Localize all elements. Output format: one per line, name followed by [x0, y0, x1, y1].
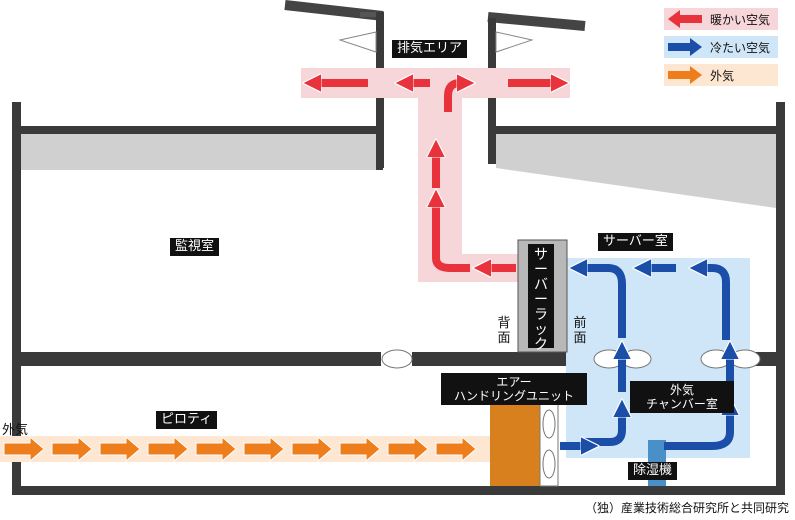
outside-arrow-8	[339, 435, 381, 463]
outside-arrow-10	[435, 435, 477, 463]
pilotis-label: ピロティ	[156, 411, 218, 429]
legend-warm-arrow-icon	[668, 10, 702, 28]
outside-air-chamber-label-line1: 外気	[669, 383, 694, 397]
ceiling-bands	[21, 134, 776, 208]
cold-arrow-up-left	[607, 264, 626, 338]
cold-arrow-up-right	[698, 268, 730, 340]
roof-louvers	[284, 0, 586, 31]
air-handling-unit	[490, 402, 540, 486]
legend-warm-label: 暖かい空気	[710, 13, 771, 27]
outside-arrow-7	[291, 435, 333, 463]
rack-front-label: 前面	[573, 316, 587, 346]
exhaust-area-label: 排気エリア	[392, 40, 468, 58]
server-rack-label: サーバーラック	[528, 244, 554, 353]
rack-back-label: 背面	[497, 316, 511, 346]
ahu-label-line2: ハンドリングユニット	[453, 389, 574, 403]
warm-arrow-corner	[432, 257, 470, 272]
cold-air-arrows	[560, 268, 730, 446]
outside-arrow-1	[3, 435, 45, 463]
outside-air-chamber-label: 外気 チャンバー室	[630, 381, 734, 413]
outside-air-label: 外気	[2, 423, 29, 438]
building-structure	[12, 102, 785, 495]
outside-arrow-3	[99, 435, 141, 463]
cold-arrow-chamber-up	[664, 406, 730, 450]
legend-outside-label: 外気	[710, 69, 735, 83]
warm-air-arrows	[312, 83, 560, 268]
legend-warm-bg	[664, 8, 778, 30]
legend-cold-arrow-icon	[668, 38, 702, 56]
server-room-label: サーバー室	[598, 233, 673, 251]
legend-outside-arrow-icon	[668, 66, 702, 84]
outside-arrow-9	[387, 435, 429, 463]
outside-air-chamber-label-line2: チャンバー室	[646, 397, 718, 411]
cold-arrow-ahu-up	[584, 408, 622, 446]
credit-text: （独）産業技術総合研究所と共同研究	[584, 501, 789, 515]
outside-arrow-2	[51, 435, 93, 463]
dehumidifier-label: 除湿機	[628, 462, 678, 480]
monitoring-room-label: 監視室	[170, 238, 220, 256]
warm-arrow-exhaust-turn	[444, 83, 466, 112]
legend	[664, 8, 778, 86]
outside-arrow-4	[147, 435, 189, 463]
outside-arrow-5	[195, 435, 237, 463]
ahu-fans	[539, 401, 559, 487]
ahu-label-line1: エアー	[496, 375, 532, 389]
ahu-label: エアー ハンドリングユニット	[441, 373, 587, 405]
outside-air-arrows	[3, 435, 477, 463]
exhaust-duct	[376, 12, 496, 168]
legend-cold-label: 冷たい空気	[710, 41, 771, 55]
outside-arrow-6	[243, 435, 285, 463]
